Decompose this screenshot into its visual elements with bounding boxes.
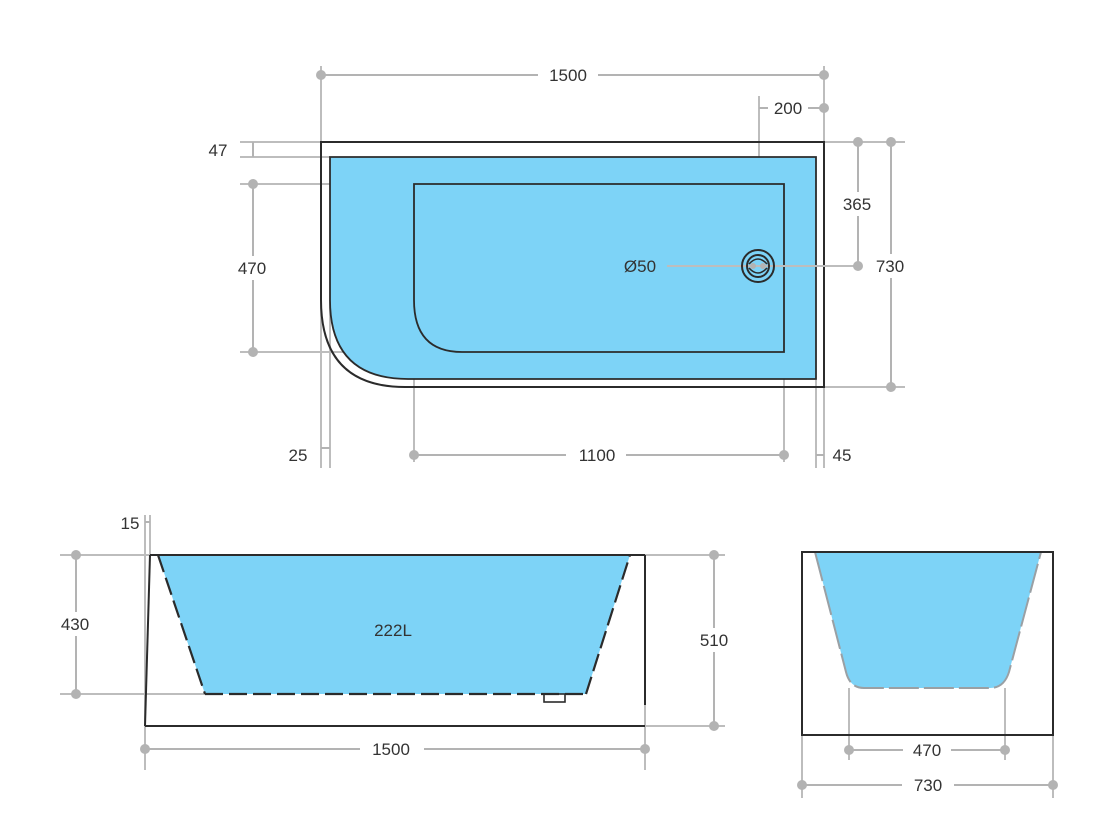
plan-waste-offset-end-label: 200 (774, 99, 802, 118)
plan-length-label: 1500 (549, 66, 587, 85)
side-depth-label: 430 (61, 615, 89, 634)
waste-outlet-icon (741, 249, 775, 283)
plan-rim-top-label: 47 (209, 141, 228, 160)
plan-floor-length-label: 1100 (579, 446, 616, 465)
plan-floor-width-label: 470 (238, 259, 266, 278)
side-wall-thickness-label: 15 (121, 514, 140, 533)
plan-waste-offset-side-label: 365 (843, 195, 871, 214)
plan-width-label: 730 (876, 257, 904, 276)
end-width-label: 730 (914, 776, 942, 795)
waste-stub-icon (543, 693, 566, 703)
plan-view: 1500 200 47 470 365 730 Ø50 25 (209, 63, 912, 468)
plan-rim-left-label: 25 (289, 446, 308, 465)
end-floor-width-label: 470 (913, 741, 941, 760)
end-view: 470 730 (797, 551, 1058, 798)
side-view: 222L 15 430 510 1500 (52, 514, 736, 770)
plan-rim-right-label: 45 (833, 446, 852, 465)
side-length-label: 1500 (372, 740, 410, 759)
capacity-label: 222L (374, 621, 412, 640)
plan-waste-diameter-label: Ø50 (624, 257, 656, 276)
side-height-label: 510 (700, 631, 728, 650)
